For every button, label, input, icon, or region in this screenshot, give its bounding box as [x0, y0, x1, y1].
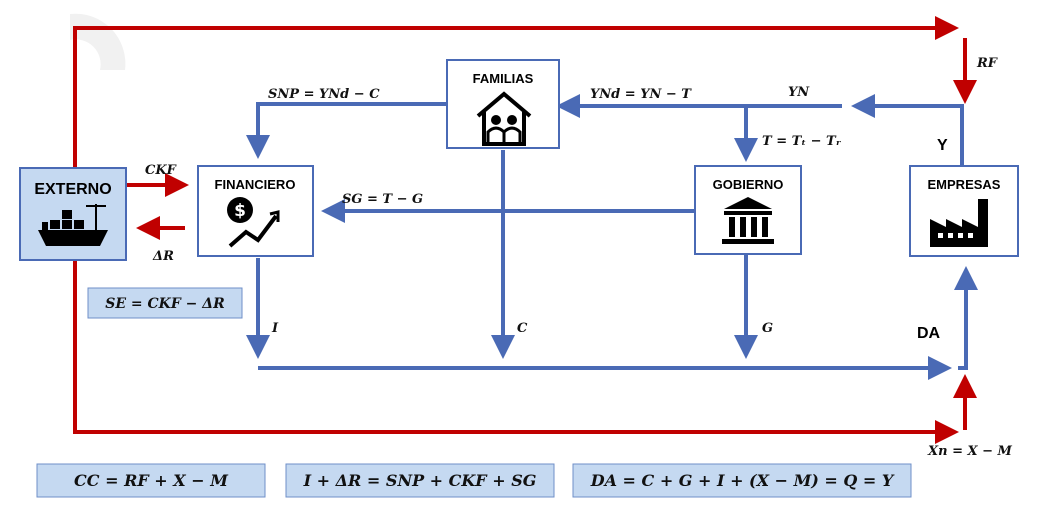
svg-text:DA = C + G + I + (X − M) = Q =: DA = C + G + I + (X − M) = Q = Y [590, 471, 895, 490]
empresas-title: EMPRESAS [928, 177, 1001, 192]
label-da: DA [917, 325, 941, 342]
external-flows [73, 16, 977, 444]
internal-flows [246, 94, 978, 380]
familias-title: FAMILIAS [473, 71, 534, 86]
node-externo: EXTERNO [19, 167, 127, 261]
label-xn: Xn = X − M [927, 444, 1013, 459]
cargo-ship-icon [38, 204, 108, 246]
node-gobierno: GOBIERNO [694, 165, 802, 255]
label-yn: YN [788, 85, 810, 100]
financiero-title: FINANCIERO [215, 177, 296, 192]
svg-text:CC = RF + X − M: CC = RF + X − M [74, 471, 229, 490]
decorative-shape [70, 13, 126, 70]
flow-top-red [73, 16, 959, 170]
label-c: C [517, 321, 528, 336]
label-taxes: T = Tₜ − Tᵣ [762, 134, 842, 149]
label-rf: RF [976, 56, 998, 71]
house-family-icon [476, 91, 532, 146]
externo-title: EXTERNO [34, 181, 111, 198]
label-sg: SG = T − G [342, 192, 423, 207]
label-i: I [271, 321, 279, 336]
flow-bottom-red [73, 255, 959, 444]
node-empresas: EMPRESAS [909, 165, 1019, 257]
flow-labels: SNP = YNd − C YNd = YN − T YN RF Y T = T… [145, 56, 1013, 459]
government-building-icon [722, 197, 774, 244]
flow-y [851, 94, 964, 165]
svg-text:I + ΔR = SNP + CKF + SG: I + ΔR = SNP + CKF + SG [303, 471, 537, 490]
label-g: G [762, 321, 773, 336]
label-ynd: YNd = YN − T [590, 87, 692, 102]
label-ckf: CKF [145, 163, 177, 178]
label-y: Y [937, 137, 948, 154]
equation-demand: DA = C + G + I + (X − M) = Q = Y [572, 463, 912, 498]
flow-da [954, 266, 978, 370]
svg-text:SE = CKF − ΔR: SE = CKF − ΔR [105, 296, 225, 312]
flow-snp [246, 102, 447, 159]
factory-icon [930, 199, 988, 247]
equation-cc: CC = RF + X − M [36, 463, 266, 498]
money-chart-icon: $ [227, 197, 280, 248]
label-delta-r: ΔR [152, 249, 174, 264]
gobierno-title: GOBIERNO [713, 177, 784, 192]
equation-savings: I + ΔR = SNP + CKF + SG [285, 463, 555, 498]
label-snp: SNP = YNd − C [268, 87, 380, 102]
svg-text:$: $ [234, 201, 246, 221]
node-familias: FAMILIAS [446, 59, 560, 149]
node-financiero: FINANCIERO $ [197, 165, 314, 257]
equation-se: SE = CKF − ΔR [87, 287, 243, 319]
